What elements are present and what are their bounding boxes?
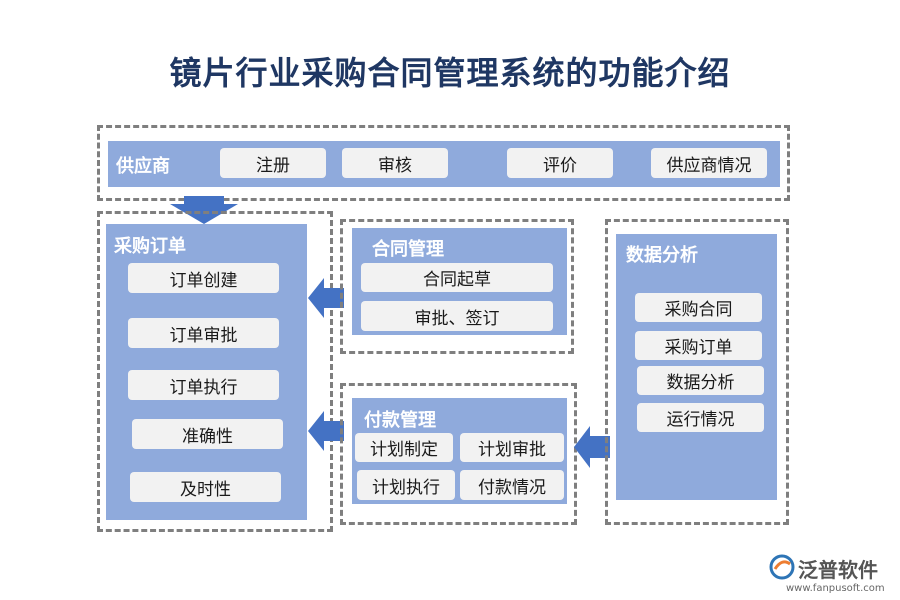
arrow-left-icon xyxy=(308,278,344,318)
purchase-order-label: 采购订单 xyxy=(114,236,186,257)
analysis-label: 数据分析 xyxy=(626,245,698,266)
order-item-approve[interactable]: 订单审批 xyxy=(128,318,279,348)
analysis-item-operation[interactable]: 运行情况 xyxy=(637,403,764,432)
order-item-execute[interactable]: 订单执行 xyxy=(128,370,279,400)
supplier-label: 供应商 xyxy=(116,156,170,177)
arrow-left-icon xyxy=(574,426,610,468)
order-item-create[interactable]: 订单创建 xyxy=(128,263,279,293)
payment-item-plan[interactable]: 计划制定 xyxy=(355,433,453,462)
contract-label: 合同管理 xyxy=(372,239,444,260)
payment-item-approve[interactable]: 计划审批 xyxy=(460,433,564,462)
contract-frame xyxy=(340,219,574,354)
analysis-item-contract[interactable]: 采购合同 xyxy=(635,293,762,322)
contract-item-draft[interactable]: 合同起草 xyxy=(361,263,553,292)
brand-logo-name: 泛普软件 xyxy=(798,558,878,582)
arrow-down-icon xyxy=(170,196,238,224)
order-item-accuracy[interactable]: 准确性 xyxy=(132,419,283,449)
analysis-frame xyxy=(605,219,789,525)
purchase-order-frame xyxy=(97,211,333,532)
contract-item-sign[interactable]: 审批、签订 xyxy=(361,301,553,331)
analysis-item-data[interactable]: 数据分析 xyxy=(637,366,764,395)
supplier-frame xyxy=(97,125,790,201)
payment-label: 付款管理 xyxy=(364,410,436,431)
order-item-timeliness[interactable]: 及时性 xyxy=(130,472,281,502)
analysis-item-order[interactable]: 采购订单 xyxy=(635,331,762,360)
payment-item-status[interactable]: 付款情况 xyxy=(460,470,564,500)
page-title: 镜片行业采购合同管理系统的功能介绍 xyxy=(169,54,731,92)
arrow-left-icon xyxy=(308,411,344,451)
supplier-item-register[interactable]: 注册 xyxy=(220,148,326,178)
supplier-item-review[interactable]: 审核 xyxy=(342,148,448,178)
supplier-item-status[interactable]: 供应商情况 xyxy=(651,148,767,178)
brand-logo-icon xyxy=(769,554,795,580)
supplier-item-evaluate[interactable]: 评价 xyxy=(507,148,613,178)
payment-item-execute[interactable]: 计划执行 xyxy=(357,470,455,500)
payment-frame xyxy=(340,383,577,525)
brand-logo-url: www.fanpusoft.com xyxy=(786,583,885,594)
